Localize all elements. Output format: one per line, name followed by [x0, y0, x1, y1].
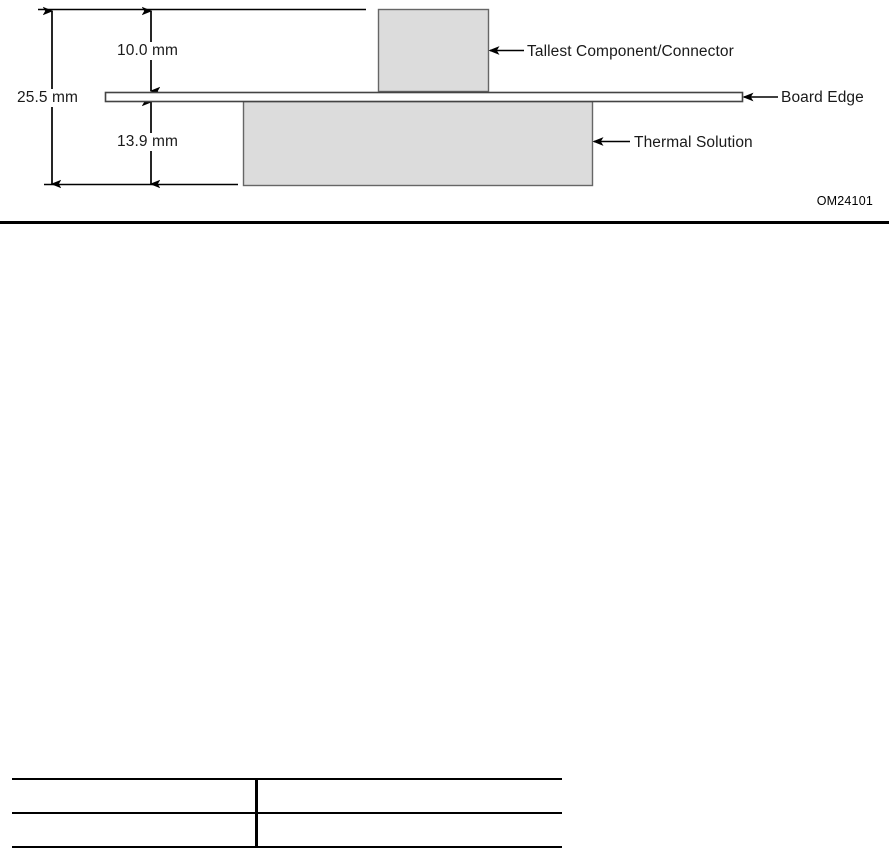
table-cell — [12, 778, 258, 814]
clearance-diagram: 25.5 mm 10.0 mm 13.9 mm Tallest Componen… — [0, 0, 889, 222]
tallest-component-block — [377, 8, 490, 93]
callout-label-tallest-component: Tallest Component/Connector — [527, 43, 734, 60]
callout-label-thermal-solution: Thermal Solution — [634, 134, 753, 151]
dimension-label-overall: 25.5 mm — [14, 89, 81, 107]
table-cell — [256, 778, 562, 814]
figure-reference-code: OM24101 — [816, 194, 873, 208]
bottom-table — [12, 778, 562, 848]
table-cell — [12, 813, 258, 848]
dimension-label-above-board: 10.0 mm — [114, 42, 181, 60]
board-strip — [104, 91, 744, 103]
callout-label-board-edge: Board Edge — [781, 89, 864, 106]
clearance-diagram-svg — [38, 0, 778, 222]
table-cell — [256, 813, 562, 848]
table-row — [12, 778, 562, 814]
thermal-solution-block — [242, 100, 594, 187]
dimension-label-below-board: 13.9 mm — [114, 133, 181, 151]
figure-separator-rule — [0, 221, 889, 224]
table-row — [12, 813, 562, 848]
